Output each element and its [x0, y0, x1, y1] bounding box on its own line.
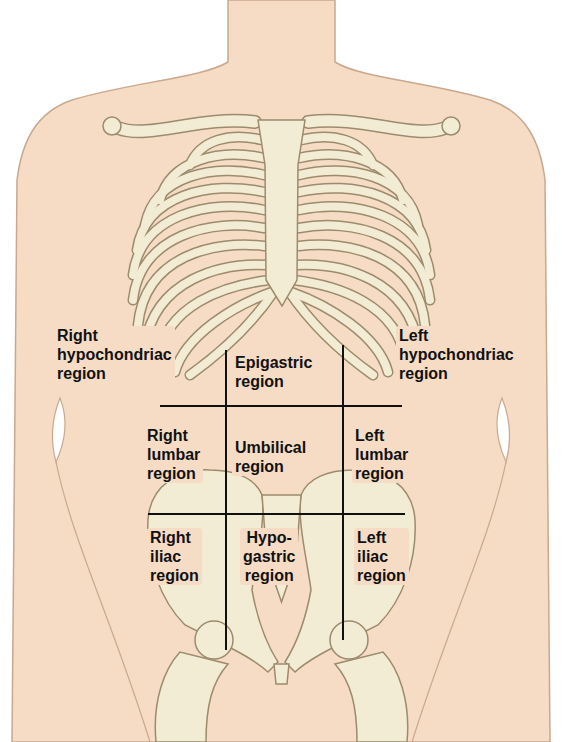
- region-label: Epigastric region: [232, 353, 315, 391]
- region-label: Umbilical region: [232, 438, 309, 476]
- sternum: [258, 120, 305, 306]
- body-contour: [56, 462, 150, 742]
- arm-gap: [53, 398, 65, 462]
- arm-gap: [497, 398, 509, 462]
- region-label: Right lumbar region: [144, 426, 203, 483]
- body-contour: [412, 462, 506, 742]
- region-label: Right hypochondriac region: [54, 326, 175, 383]
- region-label: Left lumbar region: [352, 426, 411, 483]
- region-label: Right iliac region: [147, 528, 202, 585]
- body-silhouette: [12, 0, 550, 742]
- pelvis: [148, 470, 415, 742]
- region-label: Hypo- gastric region: [240, 528, 298, 585]
- region-label: Left iliac region: [354, 528, 409, 585]
- region-label: Left hypochondriac region: [396, 326, 517, 383]
- region-grid: [148, 345, 405, 650]
